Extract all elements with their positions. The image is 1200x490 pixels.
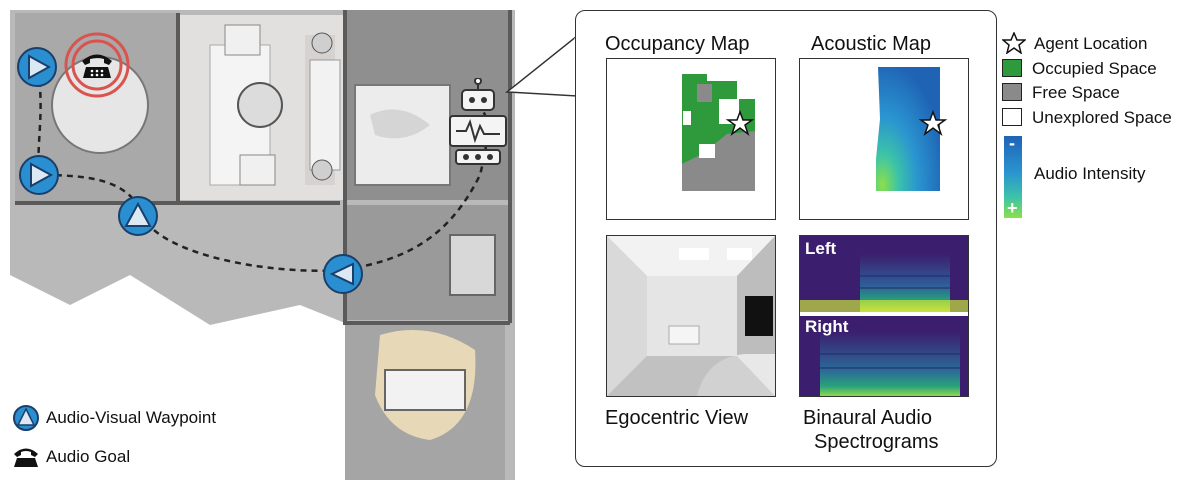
legend-occupied-label: Occupied Space [1032,58,1157,78]
callout-pointer [505,34,578,97]
acoustic-map-title: Acoustic Map [811,33,932,55]
waypoint-icon [17,47,57,87]
legend-agent-location-label: Agent Location [1034,33,1148,53]
legend-unexplored-space: Unexplored Space [1002,106,1172,128]
occupied-swatch [1002,59,1022,77]
telephone-icon [82,54,112,78]
legend-agent-location: Agent Location [1002,32,1147,54]
binaural-title-line1: Binaural Audio [803,407,932,429]
agent-location-star [725,109,755,137]
egocentric-view-title: Egocentric View [605,407,749,429]
robot-agent-icon [449,78,507,165]
unexplored-swatch [1002,108,1022,126]
legend-occupied-space: Occupied Space [1002,57,1157,79]
legend-goal-label: Audio Goal [46,447,131,466]
legend-free-label: Free Space [1032,82,1120,102]
intensity-plus-label: + [1007,198,1018,218]
agent-location-star [918,109,948,137]
spectrogram-right-label: Right [805,317,849,336]
waypoint-icon [323,254,363,294]
audio-intensity-colorbar [1004,136,1022,218]
waypoint-icon [13,405,39,431]
floor-plan [10,10,515,480]
waypoint-icon [118,196,158,236]
intensity-minus-label: - [1009,133,1015,153]
star-icon [1002,32,1026,54]
acoustic-map [799,58,969,220]
legend-unexplored-label: Unexplored Space [1032,107,1172,127]
binaural-title-line2: Spectrograms [814,431,939,453]
binaural-spectrograms [799,235,969,397]
legend-free-space: Free Space [1002,81,1120,103]
occupancy-map [606,58,776,220]
audio-goal-marker [64,32,130,98]
free-swatch [1002,83,1022,101]
spectrogram-left-label: Left [805,239,837,258]
audio-intensity-label: Audio Intensity [1034,164,1146,183]
egocentric-view [606,235,776,397]
telephone-icon [14,448,38,467]
occupancy-map-title: Occupancy Map [605,33,750,55]
legend-waypoint-label: Audio-Visual Waypoint [46,408,217,427]
waypoint-icon [19,155,59,195]
